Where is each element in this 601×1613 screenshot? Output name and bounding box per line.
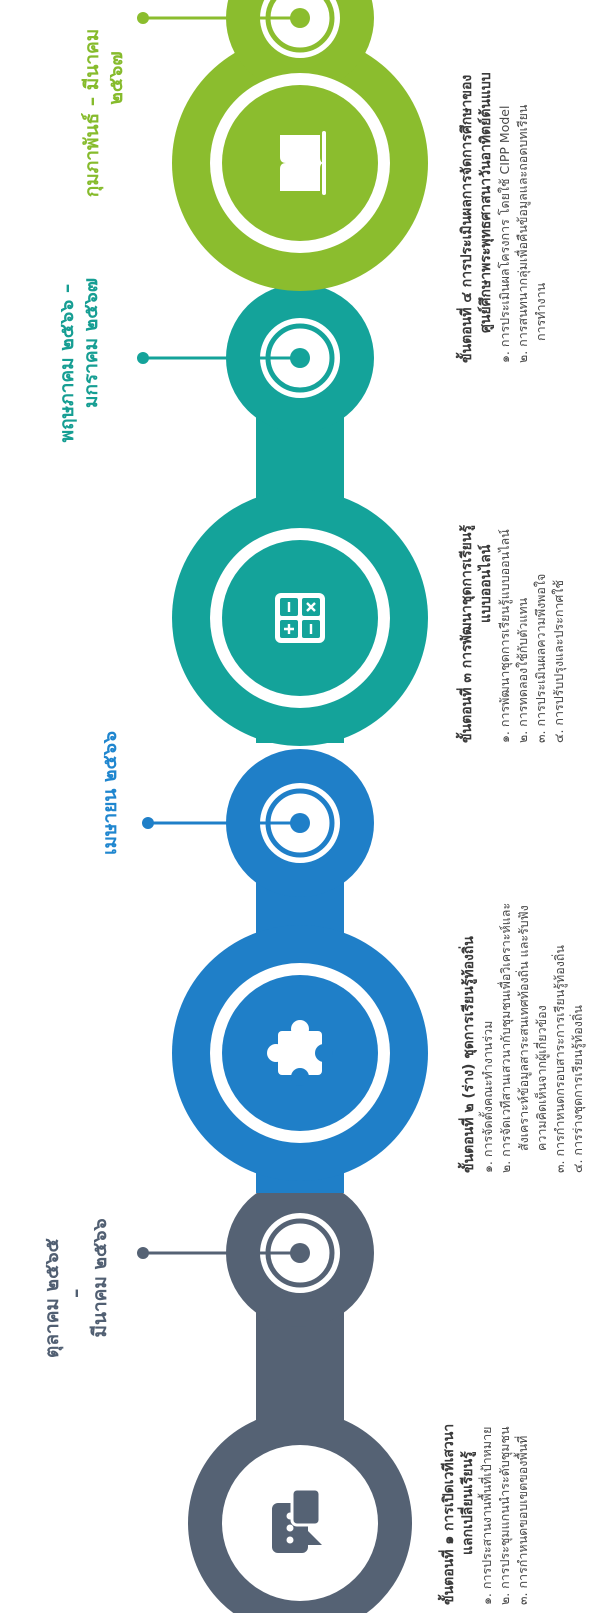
step-2-block: ขั้นตอนที่ ๒ (ร่าง) ชุดการเรียนรู้ท้องถิ…: [460, 903, 587, 1173]
step-3-item: ๔. การปรับปรุงและประกาศใช้: [551, 580, 566, 743]
step-4-title-line2: ศูนย์ศึกษาพระพุทธศาสนาวันอาทิตย์ต้นแบบ: [478, 72, 494, 333]
step-3-item: ๑. การพัฒนาชุดการเรียนรู้แบบออนไลน์: [497, 529, 512, 743]
step-1-item: ๑. การประสานงานพื้นที่เป้าหมาย: [479, 1426, 494, 1605]
date-label-3: พฤษภาคม ๒๕๖๖ – มกราคม ๒๕๖๗: [55, 243, 103, 483]
step-1-title-line2: แลกเปลี่ยนเรียนรู้: [460, 1451, 476, 1555]
connector-2: [142, 813, 310, 833]
step-2-item: ๒. การจัดเวทีสานเสวนากับชุมชนเพื่อวิเครา…: [498, 902, 513, 1173]
date-1-line2: –: [65, 1288, 87, 1299]
book-icon: [280, 131, 326, 195]
step-4-block: ขั้นตอนที่ ๔ การประเมินผลการจัดการศึกษาข…: [458, 72, 550, 363]
step-3-title-line2: แบบออนไลน์: [478, 544, 494, 623]
step-3-title: ขั้นตอนที่ ๓ การพัฒนาชุดการเรียนรู้: [459, 525, 475, 743]
step-2-item: ความคิดเห็นจากผู้เกี่ยวข้อง: [534, 1005, 549, 1151]
date-label-4: กุมภาพันธ์ – มีนาคม ๒๕๖๗: [80, 3, 128, 223]
step-2-item: ๔. การร่างชุดการเรียนรู้ท้องถิ่น: [570, 1005, 585, 1173]
date-2-line1: เมษายน ๒๕๖๖: [99, 731, 121, 855]
date-label-2: เมษายน ๒๕๖๖: [98, 693, 122, 893]
date-4-line1: กุมภาพันธ์ – มีนาคม: [81, 28, 103, 198]
connector-4: [137, 8, 310, 28]
date-3-line2: มกราคม ๒๕๖๗: [80, 278, 102, 409]
date-1-line3: มีนาคม ๒๕๖๖: [89, 1218, 111, 1338]
step-3-item: ๓. การประเมินผลความพึงพอใจ: [533, 573, 548, 743]
step-2-title: ขั้นตอนที่ ๒ (ร่าง) ชุดการเรียนรู้ท้องถิ…: [461, 936, 477, 1173]
date-label-1: ตุลาคม ๒๕๖๕ – มีนาคม ๒๕๖๖: [40, 1188, 112, 1408]
step-1-title: ขั้นตอนที่ ๑ การเปิดเวทีเสวนา: [441, 1423, 457, 1605]
date-3-line1: พฤษภาคม ๒๕๖๖ –: [56, 283, 78, 443]
step-3-block: ขั้นตอนที่ ๓ การพัฒนาชุดการเรียนรู้ แบบอ…: [458, 525, 568, 743]
step-1-item: ๓. การกำหนดขอบเขตของพื้นที่: [515, 1435, 530, 1605]
step-2-item: ๓. การกำหนดกรอบสาระการเรียนรู้ท้องถิ่น: [552, 945, 567, 1173]
step-4-item: ๑. การประเมินผลโครงการ โดยใช้ CIPP Model: [497, 105, 512, 363]
step-4-item: ๒. การสนทนากลุ่มเพื่อคืนข้อมูลและถอดบทเร…: [515, 104, 530, 363]
puzzle-icon: [267, 1020, 333, 1086]
step-1-item: ๒. การประชุมแกนนำระดับชุมชน: [497, 1426, 512, 1605]
connector-1: [137, 1243, 310, 1263]
calculator-icon: [275, 593, 325, 643]
date-4-line2: ๒๕๖๗: [105, 51, 127, 105]
step-1-block: ขั้นตอนที่ ๑ การเปิดเวทีเสวนา แลกเปลี่ยน…: [440, 1424, 532, 1605]
step-2-item: ๑. การจัดตั้งคณะทำงานร่วม: [480, 1020, 495, 1173]
step-3-item: ๒. การทดลองใช้กับตัวแทน: [515, 597, 530, 743]
step-4-title: ขั้นตอนที่ ๔ การประเมินผลการจัดการศึกษาข…: [459, 74, 475, 363]
chat-icon: [272, 1487, 322, 1553]
step-2-item: สังเคราะห์ข้อมูลสาระสนเทศท้องถิ่น และรับ…: [516, 905, 531, 1151]
date-1-line1: ตุลาคม ๒๕๖๕: [41, 1238, 63, 1358]
connector-3: [137, 348, 310, 368]
step-4-item: การทำงาน: [533, 282, 548, 341]
